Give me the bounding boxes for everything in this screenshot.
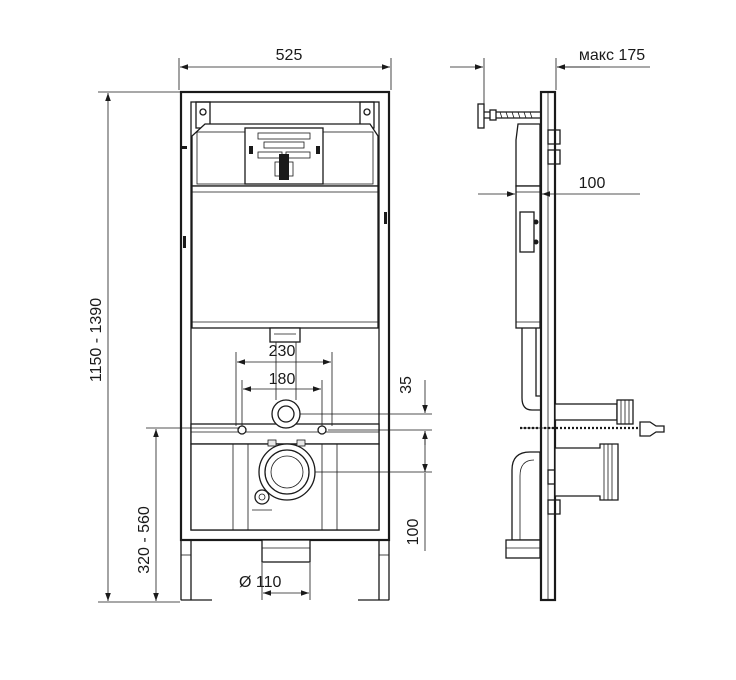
dim-lower-height: 320 - 560 bbox=[136, 427, 240, 601]
dim-max-depth: макс 175 bbox=[450, 47, 650, 104]
dim-tank-offset: 100 bbox=[478, 175, 640, 197]
bolt-outer-label: 230 bbox=[269, 343, 296, 360]
dim-width: 525 bbox=[178, 47, 392, 90]
side-drain-bend bbox=[505, 443, 619, 559]
pipe-diameter-label: Ø 110 bbox=[239, 574, 282, 591]
dim-bolt-outer: 230 bbox=[235, 343, 333, 426]
wall-anchor bbox=[477, 103, 540, 129]
side-threaded-rod bbox=[520, 399, 665, 437]
dim-height: 1150 - 1390 bbox=[88, 91, 180, 603]
lower-height-label: 320 - 560 bbox=[136, 506, 153, 574]
max-depth-label: макс 175 bbox=[579, 47, 645, 64]
cistern bbox=[181, 123, 387, 343]
drain-height-label: 100 bbox=[405, 519, 422, 546]
drain-offset-label: 35 bbox=[398, 376, 415, 394]
dim-pipe-diameter: Ø 110 bbox=[239, 563, 311, 600]
tank-offset-label: 100 bbox=[579, 175, 606, 192]
width-label: 525 bbox=[276, 47, 303, 64]
dim-drain-offset: 35 100 bbox=[300, 376, 432, 551]
dim-bolt-inner: 180 bbox=[241, 371, 323, 426]
side-cistern bbox=[515, 123, 541, 411]
bolt-inner-label: 180 bbox=[269, 371, 296, 388]
side-frame bbox=[539, 90, 561, 602]
side-view: макс 175 100 bbox=[450, 47, 665, 602]
front-view: 525 1150 - 1390 320 - 560 230 180 bbox=[88, 47, 432, 603]
drain-assembly bbox=[190, 342, 380, 563]
height-label: 1150 - 1390 bbox=[88, 298, 105, 382]
